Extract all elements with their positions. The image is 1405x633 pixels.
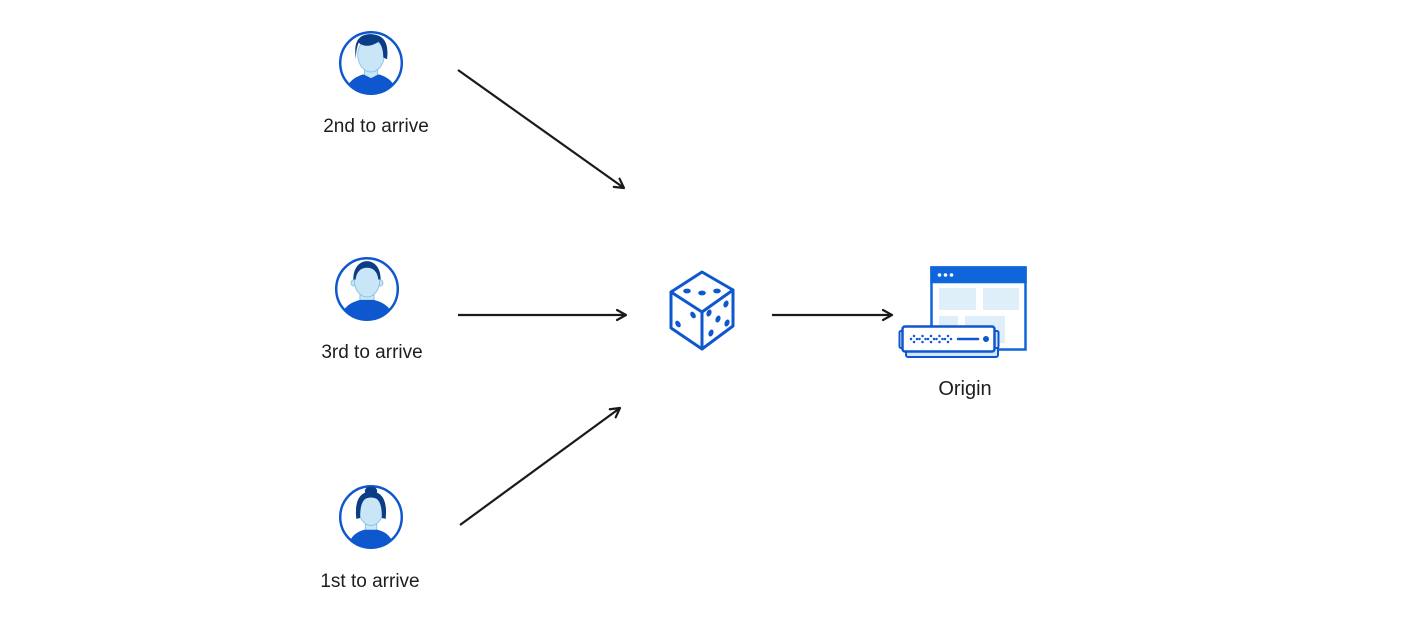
node-dice xyxy=(668,269,736,358)
user-label-third: 3rd to arrive xyxy=(321,342,423,363)
male-short-hair-avatar-icon xyxy=(334,256,400,322)
node-user-third xyxy=(333,255,401,328)
arrow-user-second-to-dice xyxy=(457,69,626,190)
node-user-second xyxy=(337,29,405,102)
arrow-user-first-to-dice xyxy=(459,406,622,526)
origin-label: Origin xyxy=(938,378,992,400)
node-origin xyxy=(898,266,1028,371)
node-user-first xyxy=(337,483,405,556)
dice-icon xyxy=(669,270,735,351)
female-bun-avatar-icon xyxy=(338,484,404,550)
origin-server-browser-icon xyxy=(898,266,1027,358)
user-label-second: 2nd to arrive xyxy=(323,116,429,137)
user-label-first: 1st to arrive xyxy=(320,571,420,592)
male-quiff-avatar-icon xyxy=(338,30,404,96)
